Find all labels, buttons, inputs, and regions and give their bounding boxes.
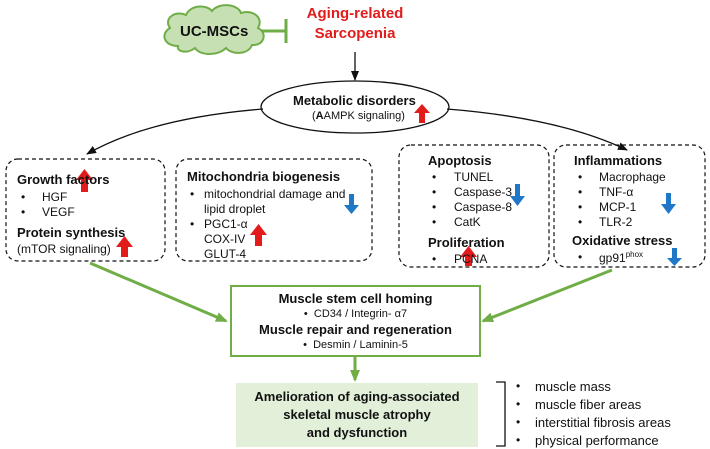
apoptosis-item-catk: CatK (454, 215, 481, 229)
growth-bullet-1: • (21, 190, 26, 204)
uc-mscs-label: UC-MSCs (180, 23, 249, 40)
inflam-bullet-3: • (578, 200, 583, 214)
outcome-line-1: Amelioration of aging-associated (254, 389, 460, 404)
mito-item-1-line-1: mitochondrial damage and (204, 187, 346, 201)
mito-bullet-2: • (190, 217, 195, 231)
inflam-item-mcp1: MCP-1 (599, 200, 637, 214)
metabolic-up-arrow (414, 104, 430, 123)
right-to-muscle-arrow (481, 268, 613, 323)
protein-up-arrow (116, 236, 133, 257)
ox-item-text: gp91 (599, 251, 626, 265)
inflam-item-tnfa: TNF-α (599, 185, 634, 199)
outcome-list-item-2: muscle fiber areas (535, 397, 642, 412)
growth-factors-title: Growth factors (17, 172, 110, 187)
oxidative-stress-title: Oxidative stress (572, 233, 673, 248)
title-line-2: Sarcopenia (314, 25, 396, 42)
proliferation-bullet: • (432, 252, 437, 266)
inflam-down-arrow (661, 193, 676, 214)
muscle-repair-item-text: Desmin / Laminin-5 (313, 339, 408, 351)
metabolic-title: Metabolic disorders (293, 93, 416, 108)
uc-mscs-cloud-shape (163, 4, 265, 55)
growth-item-vegf: VEGF (42, 205, 75, 219)
mito-bullet-1: • (190, 187, 195, 201)
mito-item-pgc1a: PGC1-α (204, 217, 248, 231)
protein-synthesis-subtitle: (mTOR signaling) (17, 242, 111, 256)
metabolic-to-left-arrow (86, 108, 264, 155)
outcome-list-bullet-1: • (516, 379, 521, 393)
ox-bullet: • (578, 250, 583, 264)
protein-synthesis-title: Protein synthesis (17, 225, 126, 240)
outcome-list-item-1: muscle mass (535, 379, 611, 394)
outcome-list-bullet-3: • (516, 415, 521, 429)
growth-factors-box (5, 158, 166, 262)
inflam-bullet-4: • (578, 215, 583, 229)
outcome-box (236, 383, 478, 447)
mito-item-cox4: COX-IV (204, 232, 246, 246)
inflam-bullet-2: • (578, 185, 583, 199)
outcome-list-item-3: interstitial fibrosis areas (535, 415, 671, 430)
apoptosis-title: Apoptosis (428, 153, 492, 168)
apoptosis-bullet-2: • (432, 185, 437, 199)
apoptosis-down-arrow (510, 184, 525, 206)
metabolic-subtitle-text: AMPK signaling (323, 110, 402, 122)
outcome-line-2: skeletal muscle atrophy (283, 407, 431, 422)
apoptosis-box (398, 144, 550, 268)
mito-item-1-line-2: lipid droplet (204, 202, 266, 216)
proliferation-title: Proliferation (428, 235, 505, 250)
pcna-up-arrow (460, 246, 477, 266)
apoptosis-bullet-4: • (432, 215, 437, 229)
outcome-list-bullet-2: • (516, 397, 521, 411)
apoptosis-bullet-1: • (432, 170, 437, 184)
apoptosis-item-caspase3: Caspase-3 (454, 185, 513, 199)
ox-item-sup: phox (625, 250, 644, 259)
apoptosis-item-tunel: TUNEL (454, 170, 494, 184)
metabolic-to-right-arrow (446, 108, 628, 151)
metabolic-disorders-ellipse (260, 80, 450, 134)
inflam-bullet-1: • (578, 170, 583, 184)
ox-down-arrow (667, 248, 682, 266)
outcome-bracket (496, 381, 506, 447)
left-to-muscle-arrow (89, 261, 228, 323)
metabolic-subtitle: (AAMPK signaling) (312, 110, 405, 122)
muscle-box (230, 285, 481, 357)
apoptosis-bullet-3: • (432, 200, 437, 214)
muscle-repair-item: • Desmin / Laminin-5 (303, 339, 408, 351)
mito-down-arrow (344, 194, 359, 214)
apoptosis-item-caspase8: Caspase-8 (454, 200, 513, 214)
inflam-item-tlr2: TLR-2 (599, 215, 633, 229)
growth-up-arrow (76, 169, 93, 192)
growth-item-hgf: HGF (42, 190, 68, 204)
mito-up-arrow (250, 224, 267, 246)
mito-item-glut4: GLUT-4 (204, 247, 247, 261)
muscle-repair-title: Muscle repair and regeneration (259, 322, 452, 337)
muscle-homing-title: Muscle stem cell homing (278, 291, 433, 306)
title-line-1: Aging-related (306, 5, 404, 22)
mito-title: Mitochondria biogenesis (187, 169, 341, 184)
outcome-list-bullet-4: • (516, 433, 521, 447)
muscle-homing-item-text: CD34 / Integrin- α7 (313, 308, 408, 320)
ox-item-gp91: gp91phox (599, 250, 644, 265)
growth-bullet-2: • (21, 205, 26, 219)
inflammations-title: Inflammations (574, 153, 663, 168)
inflammations-box (553, 144, 706, 268)
proliferation-item-pcna: PCNA (454, 252, 488, 266)
outcome-line-3: and dysfunction (306, 425, 408, 440)
outcome-list-item-4: physical performance (535, 433, 659, 448)
inflam-item-macrophage: Macrophage (599, 170, 666, 184)
muscle-homing-item: • CD34 / Integrin- α7 (303, 308, 408, 320)
mitochondria-box (175, 158, 373, 262)
